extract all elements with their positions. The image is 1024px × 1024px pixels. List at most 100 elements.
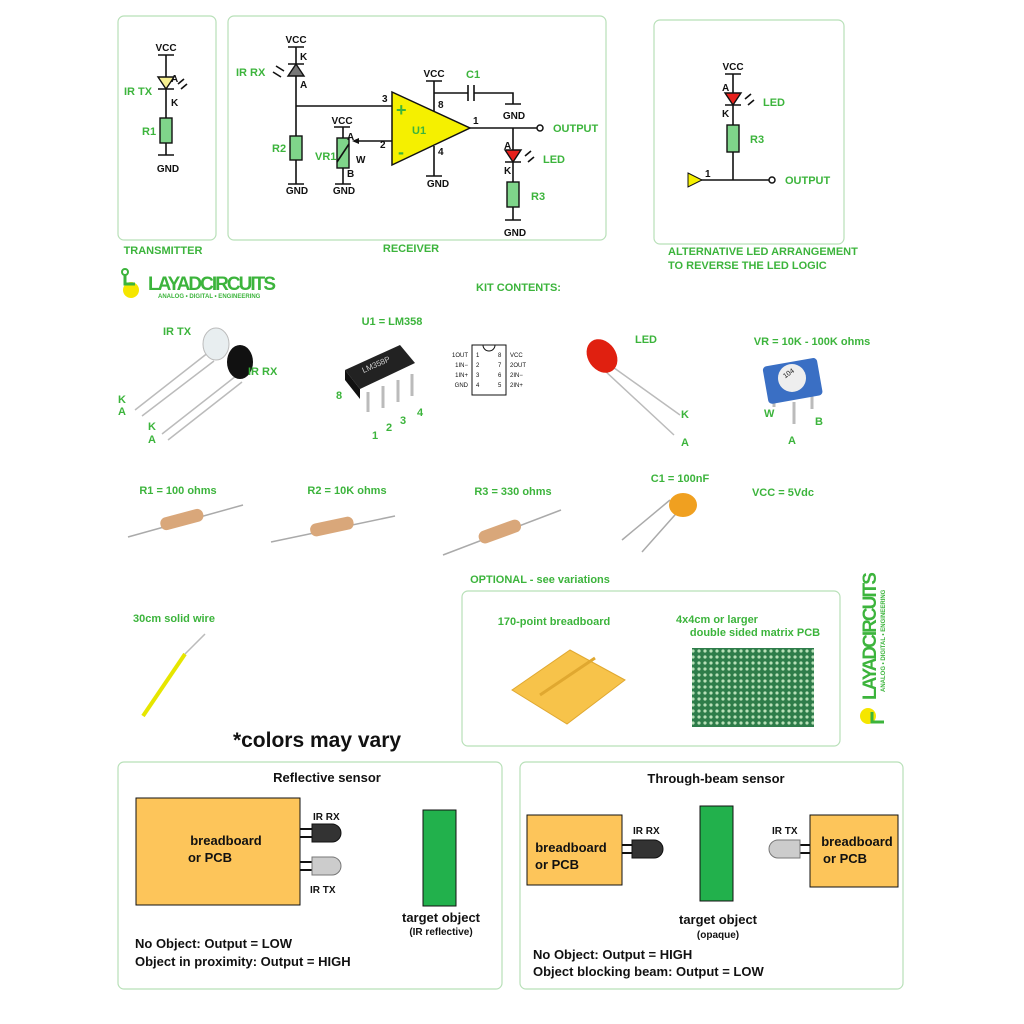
pinout-label: 1OUT xyxy=(452,353,468,359)
output-label: OUTPUT xyxy=(785,175,831,187)
transmitter-panel xyxy=(117,15,217,241)
vcc-label: VCC xyxy=(423,69,444,80)
board-label-line2: or PCB xyxy=(188,850,232,865)
ir-rx-label: IR RX xyxy=(236,67,266,79)
board-right xyxy=(809,814,899,888)
ir-tx-label: IR TX xyxy=(310,885,336,896)
anode-label: A xyxy=(171,74,178,85)
led-label: LED xyxy=(543,154,565,166)
breadboard-photo: 170-point breadboard xyxy=(498,616,626,725)
pot-b-label: B xyxy=(347,169,354,180)
target-object xyxy=(422,809,457,907)
pin-4-label: 4 xyxy=(438,147,444,158)
pin-1-label: 1 xyxy=(372,430,378,442)
tx-k-label: K xyxy=(118,394,126,406)
pinout-label: 2IN+ xyxy=(510,383,523,389)
pcb-label-line2: double sided matrix PCB xyxy=(690,627,820,639)
photodiode-symbol xyxy=(286,62,306,77)
optional-panel xyxy=(461,590,841,747)
layadcircuits-logo: LAYADCIRCUITS ANALOG • DIGITAL • ENGINEE… xyxy=(121,268,276,300)
pinout-label: 2IN− xyxy=(510,373,523,379)
resistor-r3 xyxy=(506,181,520,208)
vr1-label: VR1 xyxy=(315,151,336,163)
led-symbol xyxy=(503,149,523,164)
board2-label-line2: or PCB xyxy=(823,851,867,866)
vcc-label: VCC xyxy=(155,43,176,54)
logo-name: LAYADCIRCUITS xyxy=(860,572,881,700)
resistor-r3 xyxy=(726,124,740,153)
colors-may-vary-note: *colors may vary xyxy=(233,729,401,752)
tx-a-label: A xyxy=(118,406,126,418)
pin-number: 5 xyxy=(498,383,502,389)
board xyxy=(135,797,301,906)
capacitor-photo xyxy=(669,493,697,517)
emission-arrows-icon xyxy=(158,78,188,90)
pin-number: 6 xyxy=(498,373,502,379)
r3-value-label: R3 = 330 ohms xyxy=(474,486,551,498)
output-terminal xyxy=(536,124,544,132)
pin-8-label: 8 xyxy=(438,100,444,111)
led-anode-label: A xyxy=(504,141,511,152)
pinout-label: 2OUT xyxy=(510,363,526,369)
throughbeam-output-blocked: Object blocking beam: Output = LOW xyxy=(533,964,764,979)
pin-number: 1 xyxy=(476,353,480,359)
logo-mark xyxy=(123,282,139,298)
pinout-label: 1IN+ xyxy=(455,373,468,379)
r1-label: R1 xyxy=(142,126,156,138)
led-a-label: A xyxy=(681,437,689,449)
ir-tx-component xyxy=(768,839,801,859)
board-left xyxy=(526,814,623,886)
c1-label: C1 xyxy=(466,69,480,81)
pinout-label: 1IN− xyxy=(455,363,468,369)
resistor-r3-photo xyxy=(478,519,522,544)
alternative-title-line2: TO REVERSE THE LED LOGIC xyxy=(668,260,827,272)
alternative-led-schematic: VCC A K LED R3 1 OUTPUT ALTERNATIVE LED … xyxy=(653,19,858,272)
pot-diagonal xyxy=(336,143,350,163)
pin-8-label: 8 xyxy=(336,390,342,402)
output-label: OUTPUT xyxy=(553,123,599,135)
led-label: LED xyxy=(635,334,657,346)
resistor-r1-photo xyxy=(160,508,204,531)
r3-label: R3 xyxy=(750,134,764,146)
target-label: target object xyxy=(402,910,481,925)
pot-w-label: W xyxy=(764,408,775,420)
reflective-output-object: Object in proximity: Output = HIGH xyxy=(135,954,351,969)
gnd-label: GND xyxy=(504,228,526,239)
pinout-label: GND xyxy=(455,383,469,389)
throughbeam-title: Through-beam sensor xyxy=(647,771,784,786)
led-arrows-icon xyxy=(744,93,755,106)
lm358-chip-photo: U1 = LM358 LM358P 8 1 2 3 4 xyxy=(336,316,424,442)
pin-2-label: 2 xyxy=(386,422,392,434)
transmitter-title: TRANSMITTER xyxy=(124,245,203,257)
r2-value-label: R2 = 10K ohms xyxy=(307,485,386,497)
vcc-label: VCC xyxy=(722,62,743,73)
ir-rx-label: IR RX xyxy=(313,812,340,823)
opamp-output-triangle xyxy=(687,172,704,188)
throughbeam-output-no-object: No Object: Output = HIGH xyxy=(533,947,692,962)
pin-1-label: 1 xyxy=(473,116,479,127)
optional-label: OPTIONAL - see variations xyxy=(470,574,610,586)
solid-wire-photo: 30cm solid wire xyxy=(133,613,215,718)
resistors-and-capacitor: R1 = 100 ohms R2 = 10K ohms R3 = 330 ohm… xyxy=(127,473,814,556)
alternative-panel xyxy=(653,19,845,245)
pin-3-label: 3 xyxy=(382,94,388,105)
c1-value-label: C1 = 100nF xyxy=(651,473,710,485)
matrix-pcb-photo: 4x4cm or larger double sided matrix PCB xyxy=(676,614,820,727)
through-beam-sensor-panel: Through-beam sensor breadboard or PCB IR… xyxy=(519,761,904,990)
r2-label: R2 xyxy=(272,143,286,155)
breadboard-label: 170-point breadboard xyxy=(498,616,610,628)
pot-a-label: A xyxy=(347,132,354,143)
receiver-panel xyxy=(227,15,607,241)
wires xyxy=(158,54,174,156)
gnd-label: GND xyxy=(286,186,308,197)
ir-led-symbol xyxy=(156,76,176,91)
pcb-label-line1: 4x4cm or larger xyxy=(676,614,759,626)
led-cathode-label: K xyxy=(504,166,512,177)
reflective-title: Reflective sensor xyxy=(273,770,381,785)
anode-label: A xyxy=(300,80,307,91)
transmitter-schematic: VCC A K IR TX R1 GND TRANSMITTER xyxy=(117,15,217,257)
receiver-title: RECEIVER xyxy=(383,243,439,255)
resistor-r2-photo xyxy=(310,516,354,537)
ir-rx-label: IR RX xyxy=(633,826,660,837)
ic-label: U1 = LM358 xyxy=(362,316,423,328)
